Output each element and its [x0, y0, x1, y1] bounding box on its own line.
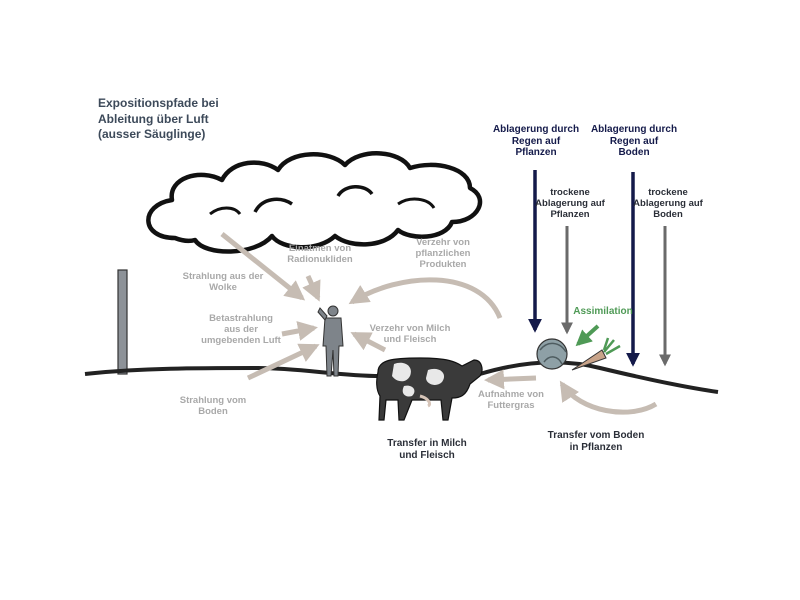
- ground-line: [84, 365, 381, 378]
- label-einatmen: Einatmen von Radionukliden: [270, 243, 370, 266]
- label-line: Ablagerung durch: [590, 124, 678, 135]
- person-figure: [317, 305, 344, 377]
- label-line: Verzehr von Milch: [369, 323, 451, 334]
- chimney: [117, 269, 128, 375]
- label-line: Boden: [653, 208, 683, 220]
- arrow-transfer-boden: [559, 380, 658, 415]
- label-line: Ablagerung auf: [535, 197, 605, 209]
- label-line: und Fleisch: [383, 333, 437, 345]
- label-line: Transfer in Milch: [387, 438, 467, 449]
- label-line: Pflanzen: [515, 147, 557, 158]
- title-line: (ausser Säuglinge): [98, 127, 206, 142]
- label-line: Boden: [618, 147, 650, 158]
- label-line: Ablagerung durch: [492, 124, 580, 135]
- label-line: Produkten: [419, 258, 467, 270]
- label-line: umgebenden Luft: [201, 334, 281, 346]
- label-line: Pflanzen: [550, 208, 590, 220]
- label-line: Boden: [198, 405, 228, 417]
- label-line: Assimilation: [573, 306, 633, 317]
- diagram-title: Expositionspfade bei Ableitung über Luft…: [98, 96, 268, 143]
- label-verzehr-pflanzlich: Verzehr von pflanzlichen Produkten: [398, 237, 488, 271]
- label-line: Aufnahme von: [478, 389, 544, 400]
- title-line: Ableitung über Luft: [98, 111, 209, 126]
- arrow-strahlung-wolke: [220, 232, 306, 301]
- cabbage-plant: [536, 338, 568, 370]
- label-line: pflanzlichen: [415, 247, 471, 259]
- label-transfer-boden: Transfer vom Boden in Pflanzen: [536, 430, 656, 453]
- label-betastrahlung: Betastrahlung aus der umgebenden Luft: [196, 313, 286, 347]
- label-verzehr-milch: Verzehr von Milch und Fleisch: [360, 323, 460, 346]
- cloud: [146, 151, 483, 254]
- arrow-aufnahme-futtergras: [484, 369, 537, 390]
- label-line: Transfer vom Boden: [547, 430, 645, 441]
- label-line: Regen auf: [609, 135, 659, 147]
- label-assimilation: Assimilation: [568, 306, 638, 318]
- label-line: trockene: [648, 187, 688, 198]
- label-line: und Fleisch: [399, 449, 455, 461]
- label-trocken-boden: trockene Ablagerung auf Boden: [626, 187, 710, 221]
- ground-line-right: [479, 360, 719, 394]
- label-line: Wolke: [209, 281, 237, 293]
- label-line: trockene: [550, 187, 590, 198]
- arrow-strahlung-boden: [246, 343, 320, 381]
- title-line: Expositionspfade bei: [98, 96, 219, 110]
- label-line: Einatmen von: [288, 243, 352, 254]
- label-trocken-pflanzen: trockene Ablagerung auf Pflanzen: [528, 187, 612, 221]
- label-line: Verzehr von: [416, 237, 470, 248]
- label-strahlung-wolke: Strahlung aus der Wolke: [168, 271, 278, 294]
- arrow-einatmen: [302, 274, 321, 302]
- label-line: Betastrahlung: [209, 313, 273, 324]
- arrow-verzehr-pflanzlich: [348, 277, 503, 320]
- label-strahlung-boden: Strahlung vom Boden: [168, 395, 258, 418]
- label-line: Ablagerung auf: [633, 197, 703, 209]
- label-line: Regen auf: [511, 135, 561, 147]
- label-line: Strahlung aus der: [182, 271, 264, 282]
- label-line: in Pflanzen: [569, 441, 623, 453]
- label-regen-pflanzen: Ablagerung durch Regen auf Pflanzen: [484, 124, 588, 159]
- cow-figure: [376, 357, 483, 421]
- label-aufnahme-futtergras: Aufnahme von Futtergras: [466, 389, 556, 412]
- label-regen-boden: Ablagerung durch Regen auf Boden: [582, 124, 686, 159]
- label-line: aus der: [224, 323, 258, 335]
- label-line: Futtergras: [487, 399, 535, 411]
- label-transfer-milch: Transfer in Milch und Fleisch: [372, 438, 482, 461]
- carrot-plant: [571, 337, 621, 371]
- arrow-assimilation: [575, 324, 600, 347]
- label-line: Strahlung vom: [179, 395, 247, 406]
- arrow-betastrahlung: [281, 321, 318, 341]
- arrow-verzehr-milch: [350, 331, 387, 353]
- label-line: Radionukliden: [287, 253, 353, 265]
